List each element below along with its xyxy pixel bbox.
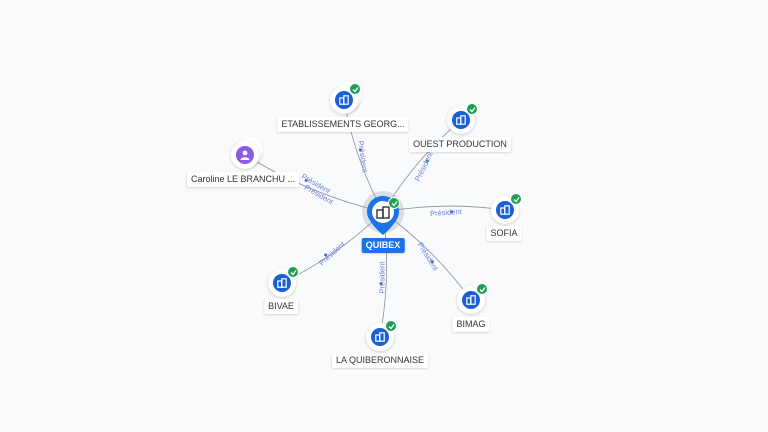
edge-label-laquib: Président [377,261,387,294]
verified-check-icon [466,103,478,115]
edge-arrow-sofia [450,210,454,214]
node-label-caroline[interactable]: Caroline LE BRANCHU ... [186,172,300,187]
verified-check-icon [349,83,361,95]
node-label-laquib[interactable]: LA QUIBERONNAISE [331,353,429,368]
node-label-bimag[interactable]: BIMAG [452,317,490,332]
edge-arrow-ouest [425,159,429,163]
verified-check-icon [287,266,299,278]
verified-check-icon [388,197,400,209]
building-icon [452,111,470,129]
node-label-ouest[interactable]: OUEST PRODUCTION [409,137,511,152]
node-label-etab[interactable]: ETABLISSEMENTS GEORG... [277,117,409,132]
edge-arrow-caroline [304,178,308,182]
person-icon [236,146,254,164]
node-label-sofia[interactable]: SOFIA [486,226,522,241]
verified-check-icon [510,193,522,205]
node-label-bivae[interactable]: BIVAE [264,299,298,314]
building-icon [273,274,291,292]
building-icon [371,328,389,346]
node-disc [330,86,358,114]
node-disc [231,141,259,169]
edge-arrow-bimag [430,260,434,264]
building-icon [335,91,353,109]
edge-arrow-laquib [379,282,383,286]
node-disc [447,106,475,134]
edge-arrow-bivae [324,253,328,257]
verified-check-icon [476,283,488,295]
edge-arrow-etab [358,148,362,152]
verified-check-icon [385,320,397,332]
building-icon [462,291,480,309]
edge-line-caroline [244,154,384,213]
building-icon [496,201,514,219]
center-node-label[interactable]: QUIBEX [361,238,405,253]
